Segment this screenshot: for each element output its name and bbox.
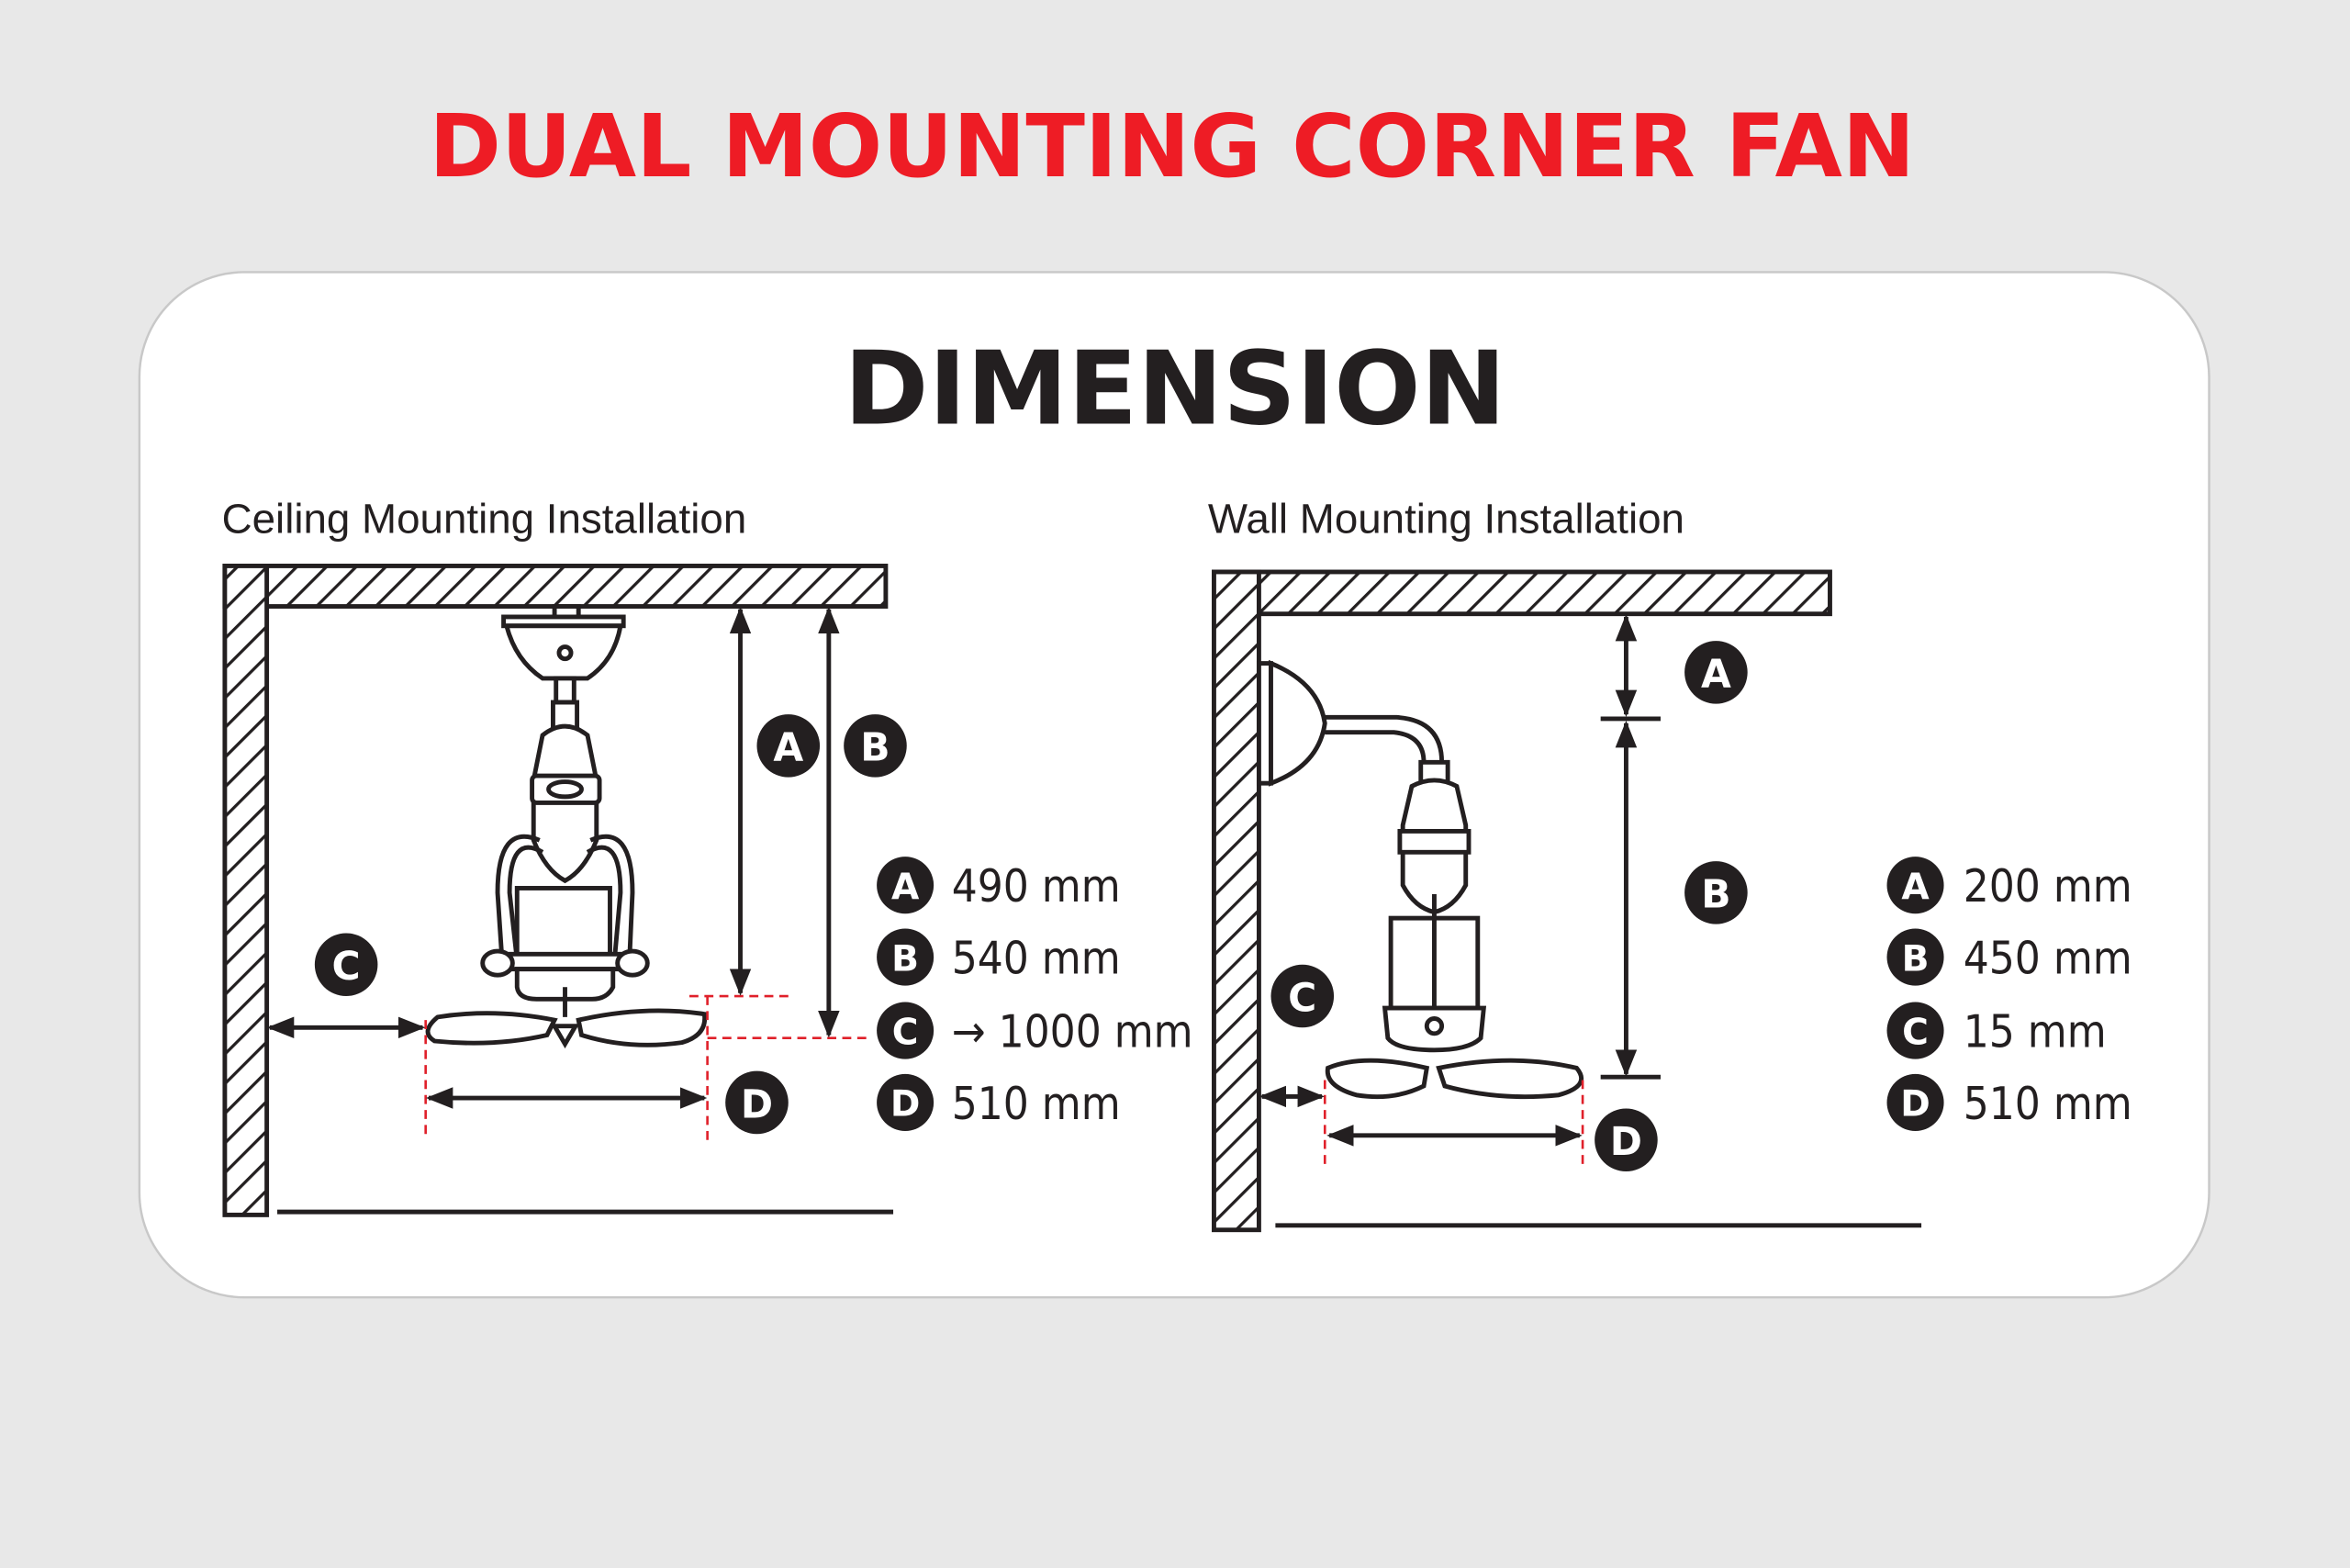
svg-text:A: A: [773, 726, 803, 771]
legend-item: D 510 mm: [1886, 1073, 2132, 1131]
svg-text:C: C: [332, 945, 361, 990]
legend-item: D 510 mm: [877, 1073, 1121, 1131]
legend-item: A 490 mm: [877, 857, 1121, 914]
badge-c: C: [1270, 964, 1335, 1028]
svg-text:B: B: [891, 938, 919, 980]
svg-text:B: B: [1902, 938, 1930, 980]
svg-text:15 mm: 15 mm: [1964, 1006, 2107, 1058]
svg-text:200 mm: 200 mm: [1964, 860, 2132, 913]
badge-b: B: [844, 714, 907, 778]
wall-legend: A 200 mm B 450 mm C 15 mm D 510 mm: [1886, 857, 2132, 1131]
svg-text:C: C: [1902, 1012, 1929, 1053]
ceiling-fan-drawing: [425, 604, 708, 1049]
legend-item: A 200 mm: [1886, 857, 2132, 914]
svg-text:D: D: [741, 1082, 773, 1127]
legend-item: B 540 mm: [877, 928, 1121, 986]
svg-text:540 mm: 540 mm: [952, 933, 1121, 985]
wall-subtitle: Wall Mounting Installation: [1208, 496, 1684, 543]
badge-d: D: [1595, 1108, 1658, 1172]
page-title: DUAL MOUNTING CORNER FAN: [429, 96, 1915, 197]
ceiling-hatch: [222, 564, 889, 609]
svg-text:B: B: [860, 726, 890, 771]
ceiling-hatch: [1212, 569, 1832, 617]
svg-text:C: C: [1288, 976, 1316, 1021]
legend-item: C → 1000 mm: [877, 1002, 1193, 1059]
legend-item: B 450 mm: [1886, 928, 2132, 986]
svg-text:D: D: [890, 1084, 921, 1126]
ceiling-diagram: Ceiling Mounting Installation: [222, 496, 1193, 1217]
svg-text:A: A: [1701, 653, 1731, 698]
svg-text:A: A: [891, 867, 920, 908]
svg-text:D: D: [1610, 1120, 1642, 1165]
ceiling-subtitle: Ceiling Mounting Installation: [222, 496, 747, 543]
svg-text:C: C: [892, 1012, 919, 1053]
badge-c: C: [314, 933, 378, 997]
wall-fan-drawing: [1256, 659, 1583, 1100]
badge-a: A: [1684, 641, 1748, 704]
legend-item: C 15 mm: [1886, 1002, 2107, 1059]
svg-text:D: D: [1900, 1084, 1930, 1126]
svg-text:490 mm: 490 mm: [952, 860, 1121, 913]
wall-hatch: [1212, 569, 1261, 1233]
ceiling-legend: A 490 mm B 540 mm C → 1000 mm D 510 mm: [877, 857, 1193, 1131]
svg-text:A: A: [1901, 867, 1930, 908]
badge-a: A: [756, 714, 821, 778]
svg-text:B: B: [1701, 873, 1730, 918]
dimension-heading: DIMENSION: [844, 330, 1505, 448]
svg-text:510 mm: 510 mm: [1964, 1078, 2132, 1130]
svg-text:→ 1000 mm: → 1000 mm: [952, 1006, 1193, 1058]
svg-text:450 mm: 450 mm: [1964, 933, 2132, 985]
wall-hatch: [222, 564, 270, 1217]
wall-diagram: Wall Mounting Installation A B: [1208, 496, 2132, 1233]
svg-text:510 mm: 510 mm: [952, 1078, 1121, 1130]
badge-d: D: [725, 1070, 789, 1135]
badge-b: B: [1684, 861, 1748, 924]
